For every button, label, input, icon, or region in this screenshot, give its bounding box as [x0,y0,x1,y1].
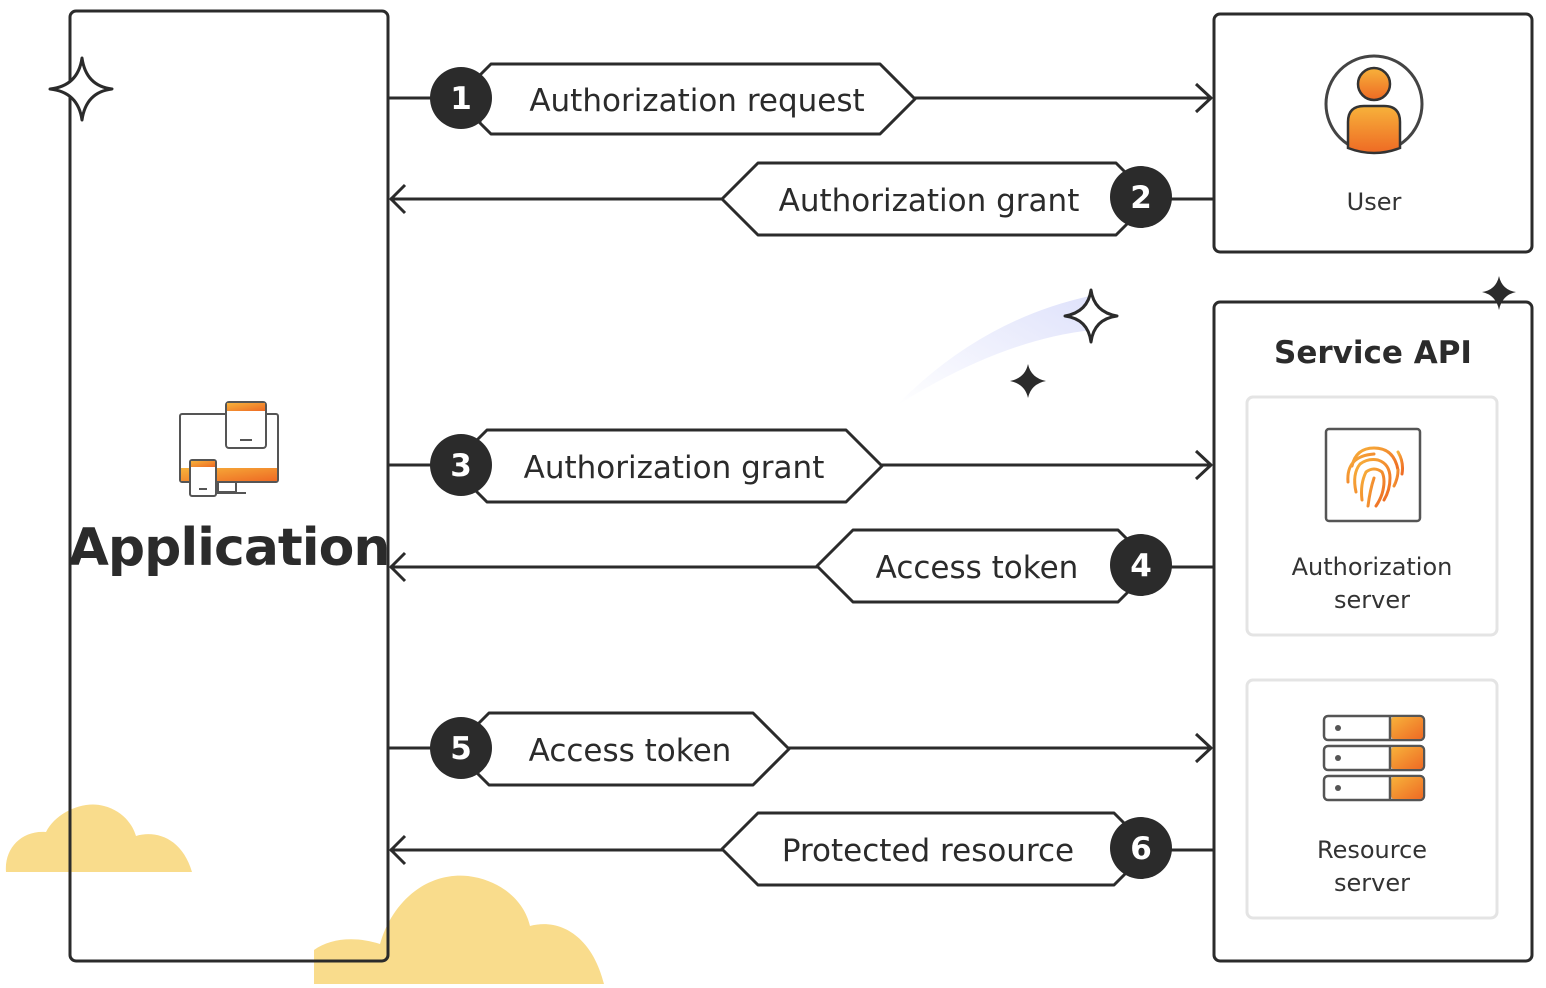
step-number: 3 [450,448,472,484]
resource-server-label-line2: server [1334,869,1410,897]
flow-label: Authorization grant [779,183,1080,219]
service-api-title: Service API [1274,335,1472,371]
flow-label: Authorization request [529,83,864,119]
cloud-left [5,804,192,872]
user-avatar-icon [1324,54,1424,155]
server-stack-icon [1322,714,1426,802]
flow-step-6: 6 Protected resource [389,811,1214,887]
flow-step-5: 5 Access token [388,711,1213,787]
devices-icon [179,401,279,497]
sparkle-outline-icon [1063,288,1119,344]
flow-label: Access token [529,733,732,769]
step-number: 2 [1130,180,1152,216]
authorization-server-label-line1: Authorization [1292,553,1453,581]
step-number: 4 [1130,548,1152,584]
step-number: 1 [450,81,472,117]
flow-label: Authorization grant [524,450,825,486]
comet-trail [896,296,1092,406]
flow-step-2: 2 Authorization grant [389,161,1214,237]
sparkle-filled-icon [1482,276,1516,310]
user-label: User [1347,188,1402,216]
flow-step-1: 1 Authorization request [388,62,1213,136]
authorization-server-label-line2: server [1334,586,1410,614]
resource-server-label-line1: Resource [1317,836,1427,864]
sparkle-filled-icon [1010,364,1046,398]
flow-step-3: 3 Authorization grant [388,428,1213,504]
fingerprint-icon [1324,427,1422,523]
step-number: 5 [450,731,472,767]
flow-step-4: 4 Access token [389,528,1214,604]
application-box [68,9,390,963]
application-label: Application [69,518,390,578]
step-number: 6 [1130,831,1152,867]
sparkle-outline-icon [48,56,114,122]
flow-label: Access token [876,550,1079,586]
flow-label: Protected resource [782,833,1074,869]
